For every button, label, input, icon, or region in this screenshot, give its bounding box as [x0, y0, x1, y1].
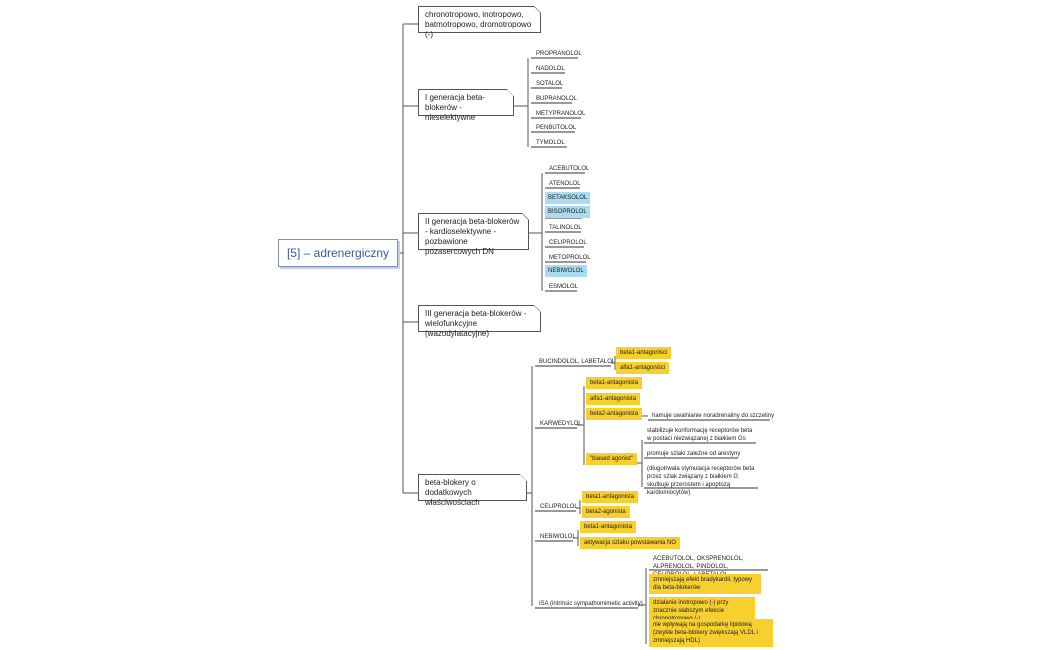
karwedylol-beta2[interactable]: beta2-antagonista: [586, 408, 643, 420]
drug-talinolol[interactable]: TALINOLOL: [549, 225, 582, 231]
drug-betaksolol[interactable]: BETAKSOLOL: [545, 192, 591, 204]
nebiwolol-no[interactable]: aktywacja szlaku powstawania NO: [580, 537, 681, 549]
drug-penbutolol[interactable]: PENBUTOLOL: [536, 125, 577, 131]
drug-bucindolol-labetalol[interactable]: BUCINDOLOL, LABETALOL: [539, 359, 616, 365]
nebiwolol-beta1[interactable]: beta1-antagonista: [580, 521, 637, 533]
drug-acebutolol[interactable]: ACEBUTOLOL: [549, 166, 590, 172]
drug-sotalol[interactable]: SOTALOL: [536, 81, 564, 87]
drug-metypranolol[interactable]: METYPRANOLOL: [536, 111, 586, 117]
branch-chronotropic[interactable]: chronotropowo, inotropowo, batmotropowo,…: [418, 6, 541, 39]
bucindolol-beta1[interactable]: beta1-antagoniści: [616, 347, 672, 359]
drug-tymolol[interactable]: TYMOLOL: [536, 140, 565, 146]
biased-note-1[interactable]: stabilizuje konformację receptorów beta …: [647, 428, 753, 442]
bucindolol-alfa1[interactable]: alfa1-antagoniści: [616, 362, 670, 374]
drug-metoprolol[interactable]: METOPROLOL: [549, 255, 591, 261]
celiprolol-beta1[interactable]: beta1-antagonista: [582, 491, 639, 503]
drug-bupranolol[interactable]: BUPRANOLOL: [536, 96, 578, 102]
branch-extra[interactable]: beta-blokery o dodatkowych właściwościac…: [418, 474, 527, 507]
drug-bisoprolol[interactable]: BISOPROLOL: [545, 206, 590, 218]
beta2-note[interactable]: hamuje uwalnianie noradrenaliny do szcze…: [652, 413, 775, 419]
branch-gen3[interactable]: III generacja beta-blokerów - wielofunkc…: [418, 305, 541, 338]
karwedylol-alfa1[interactable]: alfa1-antagonista: [586, 393, 641, 405]
biased-note-2[interactable]: promuje szlaki zależne od arestyny: [647, 451, 741, 457]
isa-label[interactable]: ISA (intrinsic sympathomimetic activity): [539, 601, 643, 607]
drug-karwedylol[interactable]: KARWEDYLOL: [540, 421, 582, 427]
drug-nebiwolol[interactable]: NEBIWOLOL: [545, 265, 587, 277]
drug-esmolol[interactable]: ESMOLOL: [549, 284, 579, 290]
celiprolol-beta2[interactable]: beta2-agonista: [582, 506, 630, 518]
branch-gen1[interactable]: I generacja beta-blokerów - nieselektywn…: [418, 89, 514, 122]
isa-lipids[interactable]: nie wpływają na gospodarkę lipidową (zwy…: [649, 619, 773, 647]
biased-note-3[interactable]: (długotrwała stymulacja receptorów beta …: [647, 466, 755, 496]
drug-nadolol[interactable]: NADOLOL: [536, 66, 565, 72]
drug-atenolol[interactable]: ATENOLOL: [549, 181, 581, 187]
drug-celiprolol-extra[interactable]: CELIPROLOL: [540, 504, 578, 510]
drug-nebiwolol-extra[interactable]: NEBIWOLOL: [540, 534, 576, 540]
karwedylol-beta1[interactable]: beta1-antagonista: [586, 377, 643, 389]
branch-gen2[interactable]: II generacja beta-blokerów - kardioselek…: [418, 213, 529, 256]
drug-celiprolol[interactable]: CELIPROLOL: [549, 240, 587, 246]
karwedylol-biased-agonist[interactable]: "biased agonist": [586, 453, 637, 465]
isa-bradycardia[interactable]: zmniejszają efekt bradykardii, typowy dl…: [649, 574, 761, 594]
drug-propranolol[interactable]: PROPRANOLOL: [536, 51, 582, 57]
root-topic[interactable]: [5] – adrenergiczny: [278, 239, 398, 267]
